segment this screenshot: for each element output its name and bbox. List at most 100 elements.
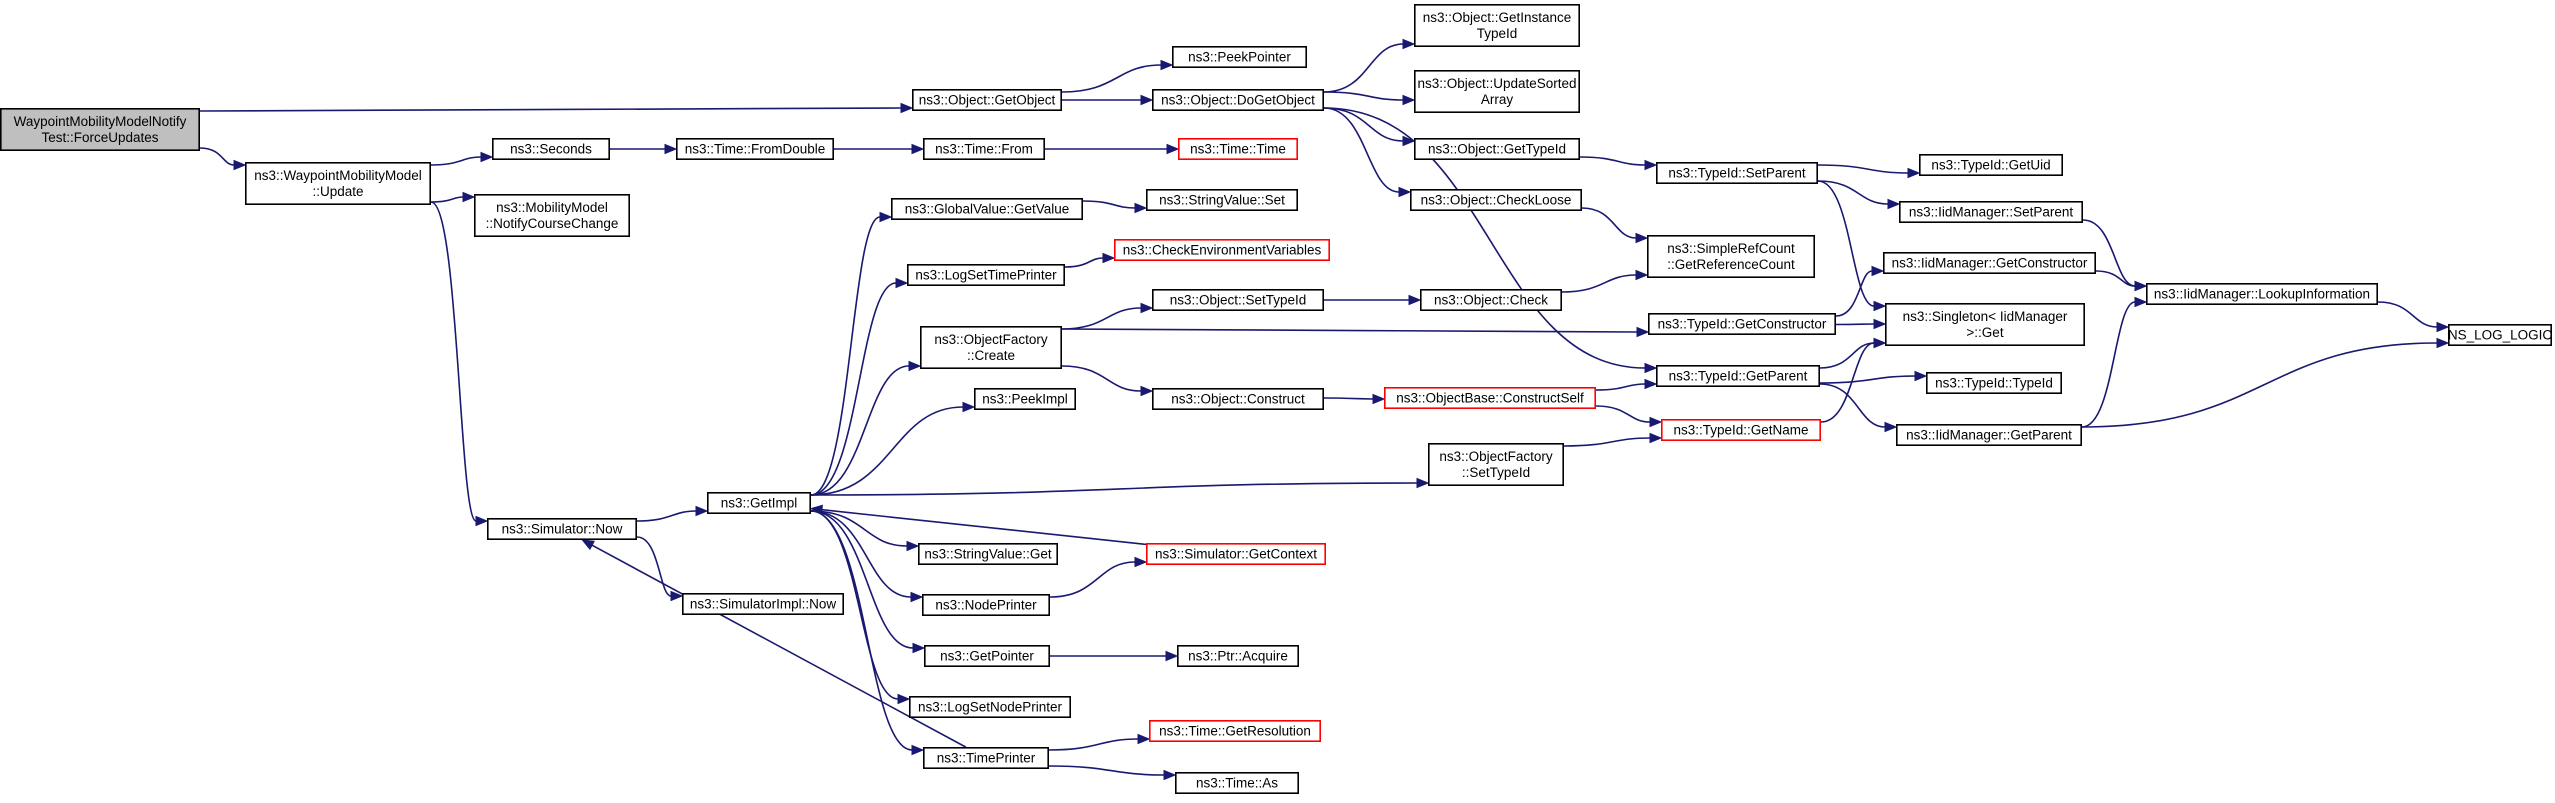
edge-getimpl-to-logsettimeprinter xyxy=(810,277,909,496)
edge-sim-getcontext-to-getimpl xyxy=(809,504,1147,546)
node-checkloose[interactable]: ns3::Object::CheckLoose xyxy=(1410,189,1583,212)
node-time-time[interactable]: ns3::Time::Time xyxy=(1178,138,1299,161)
edge-wmm-update-to-sim-now xyxy=(430,201,489,527)
edge-getimpl-to-stringvalue-get xyxy=(810,510,920,552)
node-globalvalue-getvalue[interactable]: ns3::GlobalValue::GetValue xyxy=(890,198,1083,221)
node-label: ns3::Object::Construct xyxy=(1171,392,1305,407)
node-sim-now[interactable]: ns3::Simulator::Now xyxy=(486,517,637,540)
node-settypeid[interactable]: ns3::Object::SetTypeId xyxy=(1152,288,1325,311)
node-simimpl-now[interactable]: ns3::SimulatorImpl::Now xyxy=(681,592,844,615)
edge-iid-getparent-to-lookupinfo xyxy=(2081,296,2148,428)
node-nodeprinter[interactable]: ns3::NodePrinter xyxy=(921,593,1050,616)
node-box xyxy=(1114,239,1331,262)
node-logsettimeprinter[interactable]: ns3::LogSetTimePrinter xyxy=(906,263,1065,286)
node-label: TypeId xyxy=(1477,26,1518,41)
node-dogetobject[interactable]: ns3::Object::DoGetObject xyxy=(1152,89,1325,112)
node-label: ns3::Object::GetObject xyxy=(919,93,1056,108)
node-notifycoursechange[interactable]: ns3::MobilityModel::NotifyCourseChange xyxy=(473,194,630,238)
edge-iid-getconstructor-to-lookupinfo xyxy=(2095,270,2148,292)
node-timeprinter[interactable]: ns3::TimePrinter xyxy=(922,746,1049,769)
node-label: ns3::SimulatorImpl::Now xyxy=(690,597,837,612)
node-label: ns3::SimpleRefCount xyxy=(1667,241,1795,256)
node-getimpl[interactable]: ns3::GetImpl xyxy=(706,491,811,514)
node-peekimpl[interactable]: ns3::PeekImpl xyxy=(973,387,1076,410)
edge-getobject-to-dogetobject xyxy=(1062,94,1154,106)
node-box xyxy=(919,325,1062,369)
node-label: ns3::Object::UpdateSorted xyxy=(1417,76,1576,91)
edge-constructself-to-typeid-getparent xyxy=(1595,378,1658,391)
node-seconds[interactable]: ns3::Seconds xyxy=(491,138,610,161)
edge-time-from-to-time-time xyxy=(1044,143,1180,155)
node-typeid-getconstructor[interactable]: ns3::TypeId::GetConstructor xyxy=(1648,312,1837,335)
edge-getimpl-to-peekimpl xyxy=(810,401,976,496)
node-label: ::Update xyxy=(312,184,363,199)
node-checkenv[interactable]: ns3::CheckEnvironmentVariables xyxy=(1114,239,1331,262)
node-stringvalue-get[interactable]: ns3::StringValue::Get xyxy=(917,542,1058,565)
node-iid-setparent[interactable]: ns3::IidManager::SetParent xyxy=(1899,201,2084,224)
node-box xyxy=(1661,418,1822,441)
node-getobject[interactable]: ns3::Object::GetObject xyxy=(911,89,1062,112)
edge-wmm-update-to-seconds xyxy=(430,151,494,166)
edge-dogetobject-to-checkloose xyxy=(1323,107,1412,198)
node-peekpointer[interactable]: ns3::PeekPointer xyxy=(1172,45,1308,68)
node-getresolution[interactable]: ns3::Time::GetResolution xyxy=(1149,719,1322,742)
node-objfactory-create[interactable]: ns3::ObjectFactory::Create xyxy=(919,325,1062,369)
node-obj-check[interactable]: ns3::Object::Check xyxy=(1420,288,1563,311)
node-sim-getcontext[interactable]: ns3::Simulator::GetContext xyxy=(1146,542,1327,565)
node-typeid-typeid[interactable]: ns3::TypeId::TypeId xyxy=(1926,371,2063,394)
node-time-from[interactable]: ns3::Time::From xyxy=(922,138,1045,161)
node-objfactory-settypeid[interactable]: ns3::ObjectFactory::SetTypeId xyxy=(1428,442,1565,486)
node-ns-log-logic[interactable]: NS_LOG_LOGIC xyxy=(2448,323,2553,346)
node-logsetnodeprinter[interactable]: ns3::LogSetNodePrinter xyxy=(908,695,1071,718)
node-obj-gettypeid[interactable]: ns3::Object::GetTypeId xyxy=(1414,138,1581,161)
node-label: ns3::ObjectFactory xyxy=(934,332,1048,347)
node-box xyxy=(1152,89,1325,112)
node-iid-getparent[interactable]: ns3::IidManager::GetParent xyxy=(1896,423,2083,446)
node-box xyxy=(2448,323,2553,346)
node-wmm-update[interactable]: ns3::WaypointMobilityModel::Update xyxy=(245,162,431,206)
edge-settypeid-to-obj-check xyxy=(1323,294,1422,306)
node-typeid-getuid[interactable]: ns3::TypeId::GetUid xyxy=(1919,154,2064,177)
node-stringvalue-set[interactable]: ns3::StringValue::Set xyxy=(1146,189,1299,212)
node-typeid-getparent[interactable]: ns3::TypeId::GetParent xyxy=(1656,364,1821,387)
edge-sim-now-to-getimpl xyxy=(636,505,709,522)
node-root[interactable]: WaypointMobilityModelNotifyTest::ForceUp… xyxy=(0,108,200,152)
node-box xyxy=(1919,154,2064,177)
edge-dogetobject-to-getinstancetypeid xyxy=(1323,38,1416,93)
node-typeid-setparent[interactable]: ns3::TypeId::SetParent xyxy=(1656,162,1819,185)
node-label: ns3::Simulator::Now xyxy=(502,522,623,537)
edge-typeid-getname-to-singleton-get xyxy=(1820,337,1887,423)
node-label: ns3::Time::GetResolution xyxy=(1159,724,1311,739)
node-box xyxy=(1656,162,1819,185)
node-constructself[interactable]: ns3::ObjectBase::ConstructSelf xyxy=(1384,386,1597,409)
edge-nodeprinter-to-sim-getcontext xyxy=(1049,556,1148,598)
node-box xyxy=(1926,371,2063,394)
node-label: ns3::TypeId::GetUid xyxy=(1931,158,2050,173)
node-fromdouble[interactable]: ns3::Time::FromDouble xyxy=(675,138,834,161)
edge-globalvalue-getvalue-to-stringvalue-set xyxy=(1082,200,1148,214)
node-time-as[interactable]: ns3::Time::As xyxy=(1175,771,1300,794)
node-box xyxy=(911,89,1062,112)
node-label: ns3::GetImpl xyxy=(721,496,798,511)
node-label: ns3::Object::Check xyxy=(1434,293,1548,308)
node-box xyxy=(1172,45,1308,68)
node-lookupinfo[interactable]: ns3::IidManager::LookupInformation xyxy=(2146,282,2379,305)
edge-timeprinter-to-getresolution xyxy=(1048,733,1151,751)
node-box xyxy=(908,695,1071,718)
edge-timeprinter-to-sim-now xyxy=(581,539,967,748)
edge-logsettimeprinter-to-checkenv xyxy=(1064,252,1116,268)
node-getrefcount[interactable]: ns3::SimpleRefCount::GetReferenceCount xyxy=(1647,235,1816,279)
edge-dogetobject-to-obj-gettypeid xyxy=(1323,107,1416,147)
node-box xyxy=(1899,201,2084,224)
node-singleton-get[interactable]: ns3::Singleton< IidManager>::Get xyxy=(1885,302,2086,346)
node-typeid-getname[interactable]: ns3::TypeId::GetName xyxy=(1661,418,1822,441)
node-ptr-acquire[interactable]: ns3::Ptr::Acquire xyxy=(1177,644,1300,667)
node-getpointer[interactable]: ns3::GetPointer xyxy=(923,644,1050,667)
node-obj-construct[interactable]: ns3::Object::Construct xyxy=(1152,387,1325,410)
node-iid-getconstructor[interactable]: ns3::IidManager::GetConstructor xyxy=(1883,252,2097,275)
node-box xyxy=(1420,288,1563,311)
node-label: Array xyxy=(1481,92,1514,107)
node-box xyxy=(921,593,1050,616)
